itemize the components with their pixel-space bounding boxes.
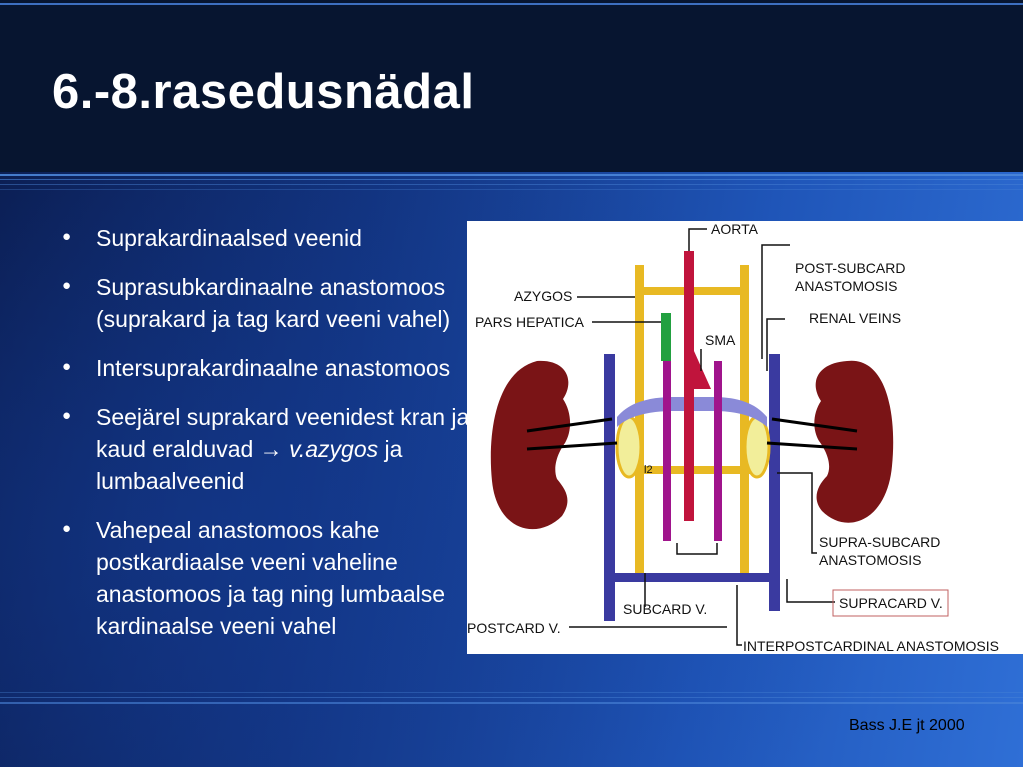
label-post-subcard-2: ANASTOMOSIS (795, 278, 897, 294)
mark-l2: l2 (644, 464, 653, 476)
bullet-dot-icon: ● (62, 358, 72, 375)
interpostcardinal-anastomosis (604, 573, 780, 582)
renal-vein-anastomosis (617, 397, 767, 427)
label-postcard: POSTCARD V. (467, 620, 561, 636)
bullet-item: ● Seejärel suprakard veenidest kran ja ka… (60, 401, 470, 497)
bullet-item: ● Suprasubkardinaalne anastomoos (supraka… (60, 271, 470, 335)
bullet-text: Vahepeal anastomoos kahe postkardiaalse … (96, 517, 446, 639)
bullet-text-italic: v.azygos (289, 436, 379, 462)
label-subcard: SUBCARD V. (623, 601, 707, 617)
hepatic-segment (661, 313, 671, 361)
aorta (684, 251, 694, 521)
left-kidney (490, 360, 571, 530)
label-interpostcardinal: INTERPOSTCARDINAL ANASTOMOSIS (743, 638, 999, 654)
right-kidney (814, 360, 894, 523)
label-supra-subcard-2: ANASTOMOSIS (819, 552, 921, 568)
bullet-text: Suprasubkardinaalne anastomoos (suprakar… (96, 274, 451, 332)
source-caption: Bass J.E jt 2000 (849, 717, 965, 734)
header-top-line (0, 3, 1023, 5)
label-post-subcard-1: POST-SUBCARD (795, 260, 905, 276)
supracard-label-box (832, 589, 949, 617)
footer-stripes (0, 690, 1023, 710)
label-pars-hepatica: PARS HEPATICA (475, 314, 585, 330)
bullet-text: Suprakardinaalsed veenid (96, 225, 362, 251)
bullet-dot-icon: ● (62, 520, 72, 537)
bullet-item: ● Vahepeal anastomoos kahe postkardiaalse… (60, 514, 470, 642)
title-bar: 6.-8.rasedusnädal (0, 0, 1023, 172)
left-postcardinal-vein (604, 354, 615, 621)
right-subcardinal-vein (714, 361, 722, 541)
bullet-item: ● Intersuprakardinaalne anastomoos (60, 352, 470, 384)
bullet-text-before: Seejärel suprakard veenidest kran ja kau… (96, 404, 470, 462)
label-sma: SMA (705, 332, 736, 348)
right-supracardinal-vein (740, 265, 749, 573)
bullet-text-after: ja lumbaalveenid (96, 436, 403, 494)
bullet-item: ● Suprakardinaalsed veenid (60, 222, 470, 254)
sma-branch (694, 351, 711, 389)
bullet-dot-icon: ● (62, 228, 72, 245)
vein-diagram-svg: l2 AORTA POST-SUBCARD ANASTOMOSIS AZYG (467, 221, 999, 654)
left-renal-ring (615, 415, 643, 479)
vein-diagram: l2 AORTA POST-SUBCARD ANASTOMOSIS AZYG (467, 221, 1023, 654)
right-renal-ring (743, 415, 771, 479)
label-supra-subcard-1: SUPRA-SUBCARD (819, 534, 940, 550)
bullet-dot-icon: ● (62, 407, 72, 424)
label-aorta: AORTA (711, 221, 759, 237)
bullet-dot-icon: ● (62, 277, 72, 294)
label-renal-veins: RENAL VEINS (809, 310, 901, 326)
right-postcardinal-vein (769, 354, 780, 611)
label-supracard: SUPRACARD V. (839, 595, 943, 611)
bullet-list: ● Suprakardinaalsed veenid ● Suprasubkardi… (60, 222, 470, 659)
left-subcardinal-vein (663, 361, 671, 541)
slide-title: 6.-8.rasedusnädal (52, 65, 475, 119)
left-supracardinal-vein (635, 265, 644, 573)
bullet-text: Intersuprakardinaalne anastomoos (96, 355, 451, 381)
header-stripes (0, 172, 1023, 194)
label-azygos: AZYGOS (514, 288, 572, 304)
